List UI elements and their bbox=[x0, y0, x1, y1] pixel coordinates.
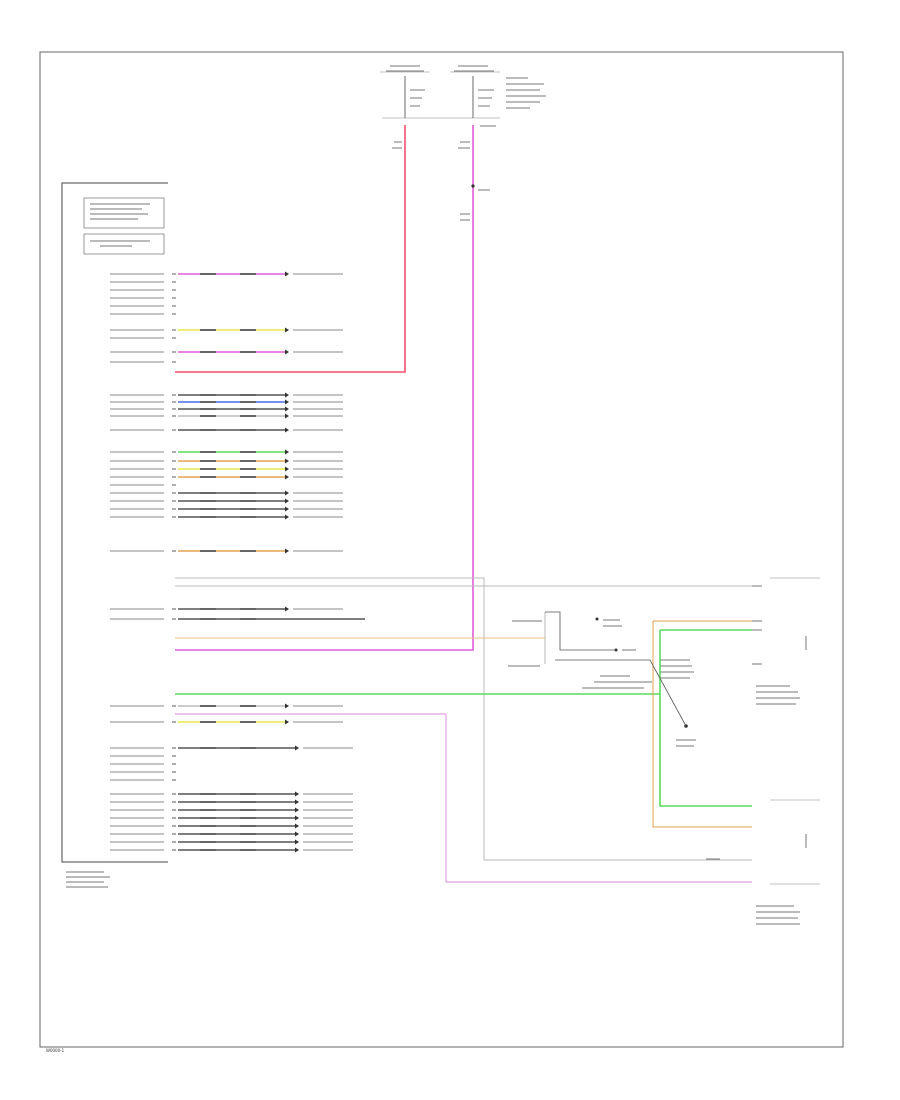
pin-arrow-29 bbox=[295, 745, 299, 751]
gray-loop-wire bbox=[175, 577, 752, 861]
pin-arrow-38 bbox=[295, 823, 299, 829]
module-label-lines bbox=[90, 203, 150, 247]
pin-arrow-25 bbox=[285, 606, 289, 612]
module-name-lines bbox=[66, 871, 110, 888]
pin-arrow-8 bbox=[285, 349, 289, 355]
pin-arrow-41 bbox=[295, 847, 299, 853]
pin-arrow-24 bbox=[285, 548, 289, 554]
pin-arrow-0 bbox=[285, 271, 289, 277]
pin-arrow-35 bbox=[295, 799, 299, 805]
pin-arrow-17 bbox=[285, 466, 289, 472]
fuse-block-left bbox=[380, 65, 500, 119]
power-wire-labels bbox=[392, 141, 490, 221]
pin-arrow-22 bbox=[285, 506, 289, 512]
module-pin-rows bbox=[110, 271, 365, 853]
pink-power-wire bbox=[175, 125, 474, 651]
fuse-block-right bbox=[450, 65, 546, 127]
pin-arrow-12 bbox=[285, 406, 289, 412]
diagram-frame bbox=[39, 51, 844, 1048]
pin-arrow-10 bbox=[285, 392, 289, 398]
pin-arrow-39 bbox=[295, 831, 299, 837]
pin-arrow-16 bbox=[285, 458, 289, 464]
switch-ground-wire bbox=[545, 611, 616, 651]
orange-signal-wire bbox=[652, 620, 752, 828]
red-power-wire bbox=[175, 125, 406, 373]
pin-arrow-13 bbox=[285, 413, 289, 419]
module-label-box bbox=[83, 197, 165, 229]
pin-arrow-11 bbox=[285, 399, 289, 405]
pin-arrow-23 bbox=[285, 514, 289, 520]
pin-arrow-18 bbox=[285, 474, 289, 480]
module-outline bbox=[61, 182, 168, 863]
pin-arrow-15 bbox=[285, 449, 289, 455]
right-connector-1 bbox=[752, 577, 820, 705]
footer-label: W0000-1 bbox=[46, 1048, 65, 1053]
pin-arrow-37 bbox=[295, 815, 299, 821]
center-switch bbox=[508, 612, 696, 747]
pin-arrow-28 bbox=[285, 719, 289, 725]
pin-arrow-27 bbox=[285, 703, 289, 709]
right-connector-2 bbox=[706, 799, 820, 860]
pin-arrow-14 bbox=[285, 427, 289, 433]
right-connector-3 bbox=[712, 881, 820, 925]
pin-arrow-20 bbox=[285, 490, 289, 496]
pin-arrow-6 bbox=[285, 327, 289, 333]
switch-wire bbox=[555, 659, 687, 727]
green-bus-wire bbox=[175, 693, 752, 807]
pin-arrow-21 bbox=[285, 498, 289, 504]
pin-arrow-40 bbox=[295, 839, 299, 845]
pin-arrow-36 bbox=[295, 807, 299, 813]
module-sublabel-box bbox=[83, 233, 165, 255]
pin-arrow-34 bbox=[295, 791, 299, 797]
pink-long-wire bbox=[175, 713, 752, 883]
